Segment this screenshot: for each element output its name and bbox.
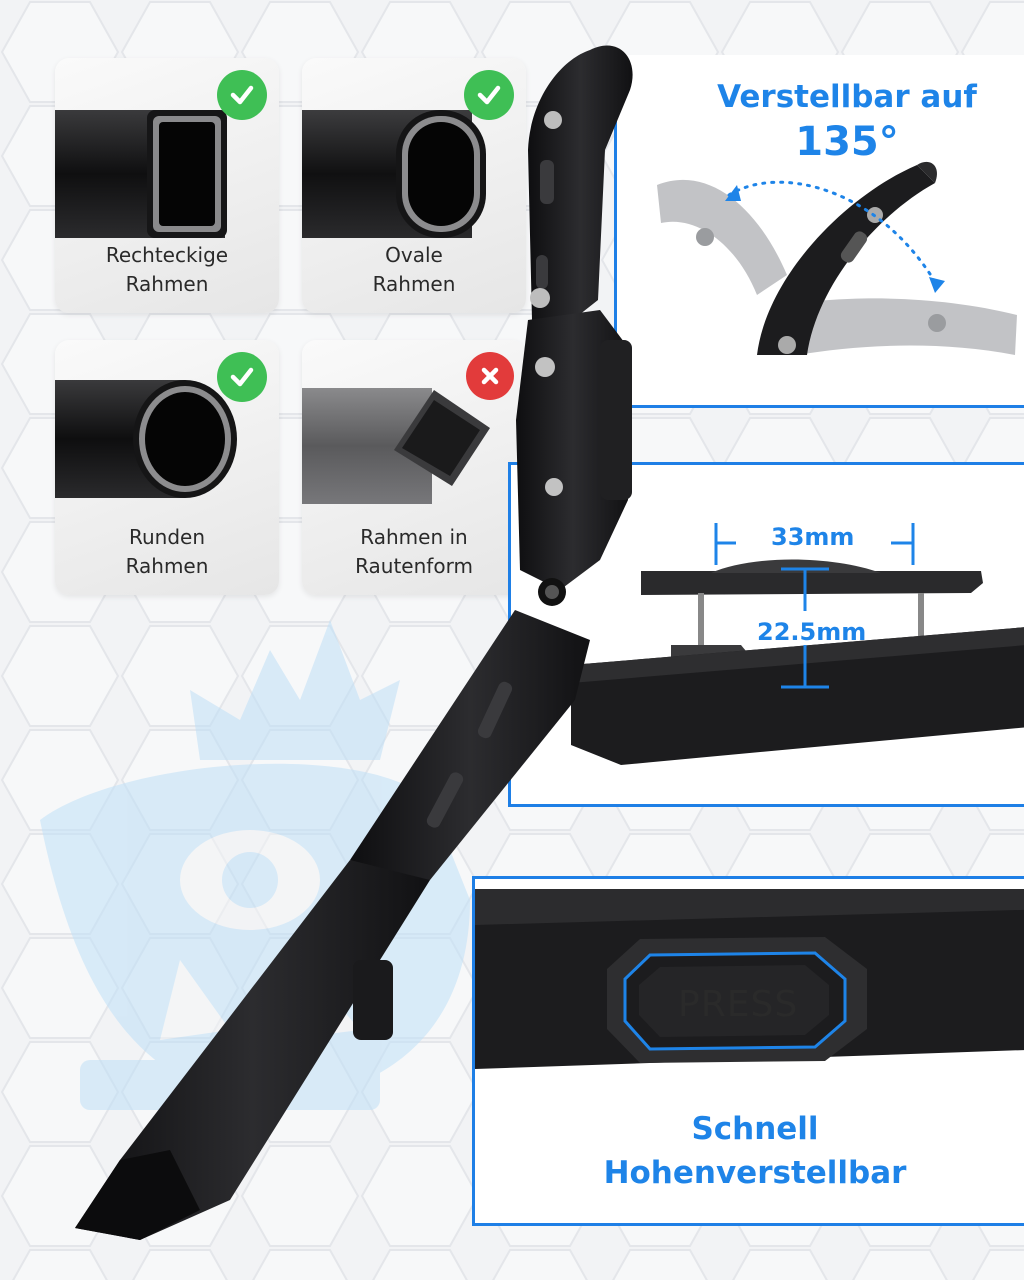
- clamp-height-label: 22.5mm: [757, 618, 867, 646]
- frame-tile-round: Runden Rahmen: [55, 340, 279, 595]
- cross-icon: [481, 367, 499, 385]
- caption-line: Rahmen: [125, 272, 209, 296]
- quick-adjust-panel: PRESS Schnell Hohenverstellbar: [472, 876, 1024, 1226]
- clamp-width-label: 33mm: [771, 523, 855, 551]
- round-tube-image: [55, 380, 237, 498]
- clamp-dimensions-panel: 33mm 22.5mm: [508, 462, 1024, 807]
- incompatible-badge: [466, 352, 514, 400]
- press-button-label: PRESS: [678, 984, 799, 1025]
- caption-line: Rahmen: [372, 272, 456, 296]
- check-icon: [477, 85, 501, 105]
- check-icon: [230, 367, 254, 387]
- adjust-angle-title: Verstellbar auf 135°: [697, 79, 997, 165]
- quick-adjust-title: Schnell Hohenverstellbar: [555, 1107, 955, 1195]
- frame-tile-oval: Ovale Rahmen: [302, 58, 526, 313]
- frame-caption: Rechteckige Rahmen: [55, 241, 279, 299]
- compatible-badge: [217, 352, 267, 402]
- clamp-illustration: [571, 523, 1024, 765]
- caption-line: Rahmen: [125, 554, 209, 578]
- oval-tube-image: [302, 110, 486, 238]
- frame-tile-diamond: Rahmen in Rautenform: [302, 340, 526, 595]
- caption-line: Rechteckige: [105, 243, 229, 267]
- adjust-angle-value: 135°: [795, 119, 899, 165]
- quick-adjust-title-line: Hohenverstellbar: [603, 1155, 907, 1191]
- adjust-angle-panel: Verstellbar auf 135°: [614, 55, 1024, 408]
- rectangular-tube-image: [55, 110, 227, 238]
- caption-line: Runden: [128, 525, 206, 549]
- adjust-angle-illustration: [657, 161, 1017, 355]
- compatible-badge: [464, 70, 514, 120]
- quick-adjust-title-line: Schnell: [691, 1111, 819, 1147]
- frame-caption: Ovale Rahmen: [302, 241, 526, 299]
- frame-caption: Runden Rahmen: [55, 523, 279, 581]
- caption-line: Rautenform: [355, 554, 473, 578]
- caption-line: Ovale: [385, 243, 443, 267]
- check-icon: [230, 85, 254, 105]
- compatible-badge: [217, 70, 267, 120]
- press-button-illustration: [475, 889, 1024, 1069]
- diamond-tube-image: [302, 388, 490, 504]
- frame-tile-rectangular: Rechteckige Rahmen: [55, 58, 279, 313]
- caption-line: Rahmen in: [360, 525, 468, 549]
- frame-caption: Rahmen in Rautenform: [302, 523, 526, 581]
- adjust-angle-title-line: Verstellbar auf: [717, 79, 977, 115]
